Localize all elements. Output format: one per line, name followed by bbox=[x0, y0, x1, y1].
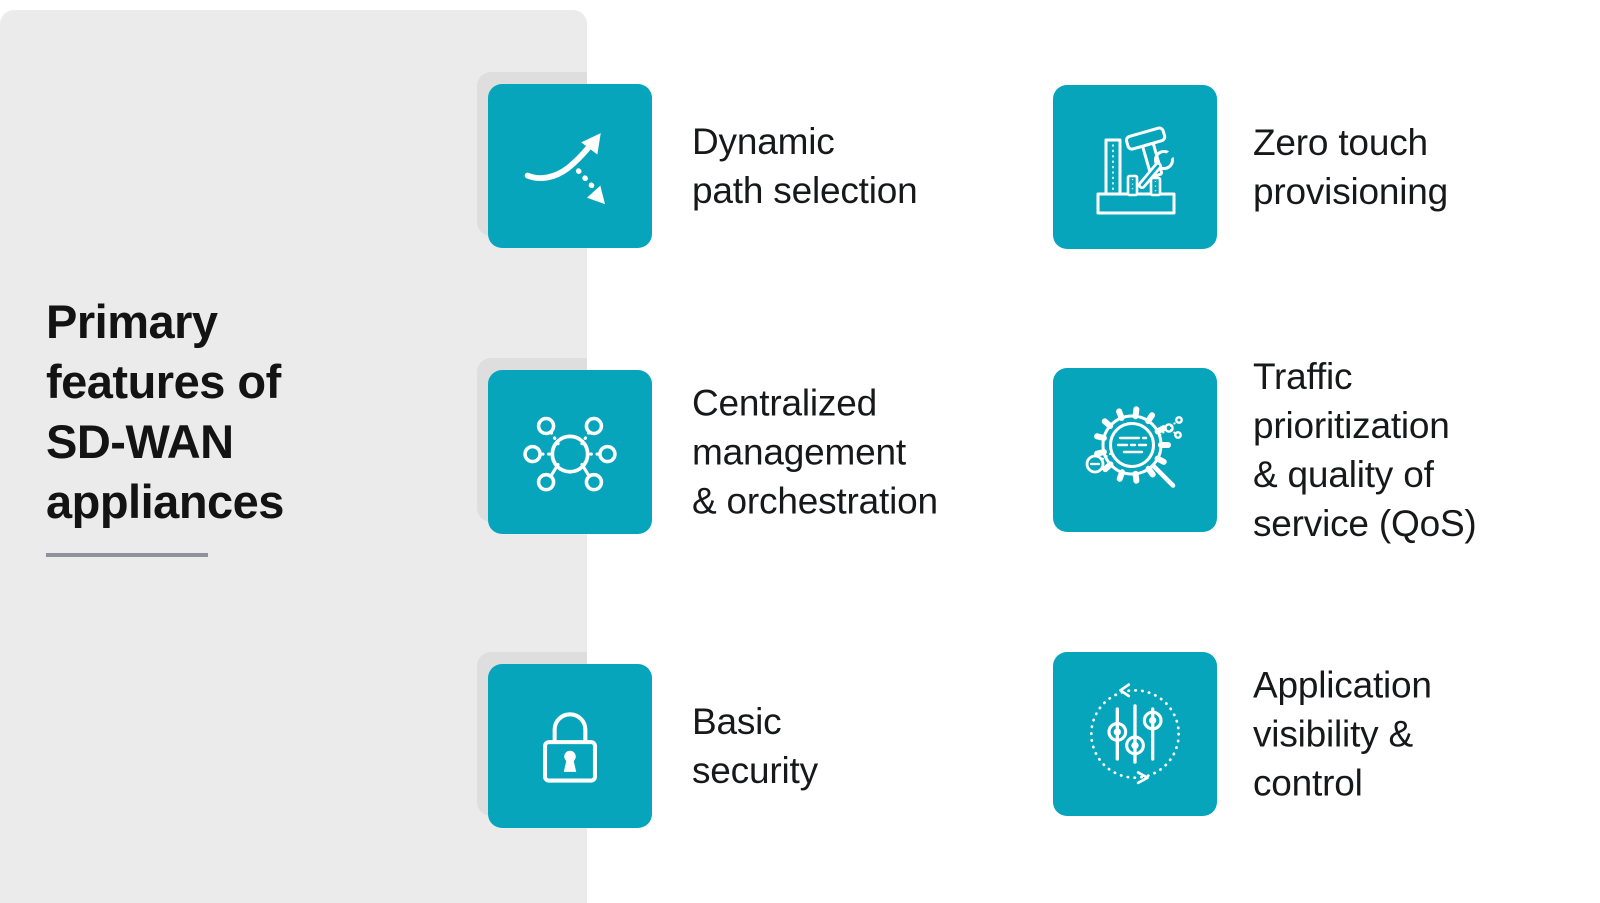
feature-label: Application visibility & control bbox=[1253, 664, 1432, 804]
feature-label: Basic security bbox=[692, 701, 818, 791]
feature-tile-traffic-prioritization bbox=[1053, 368, 1217, 532]
feature-tile-dynamic-path-selection bbox=[488, 84, 652, 248]
gear-magnifier-icon bbox=[1085, 406, 1183, 488]
curved-path-arrows-icon bbox=[524, 133, 605, 205]
feature-tile-basic-security bbox=[488, 664, 652, 828]
feature-tile-application-visibility bbox=[1053, 652, 1217, 816]
feature-tile-centralized-management bbox=[488, 370, 652, 534]
feature-label: Zero touch provisioning bbox=[1253, 122, 1449, 212]
toolbox-tools-icon bbox=[1096, 126, 1178, 215]
feature-label: Traffic prioritization & quality of serv… bbox=[1253, 356, 1477, 544]
slider-controls-cycle-icon bbox=[1089, 683, 1181, 785]
feature-tile-zero-touch-provisioning bbox=[1053, 85, 1217, 249]
title-underline bbox=[46, 553, 208, 557]
feature-label: Centralized management & orchestration bbox=[692, 382, 938, 522]
padlock-icon bbox=[543, 712, 597, 783]
page-title: Primary features of SD-WAN appliances bbox=[46, 295, 284, 528]
feature-label: Dynamic path selection bbox=[692, 121, 918, 211]
hub-and-spoke-network-icon bbox=[523, 416, 617, 492]
